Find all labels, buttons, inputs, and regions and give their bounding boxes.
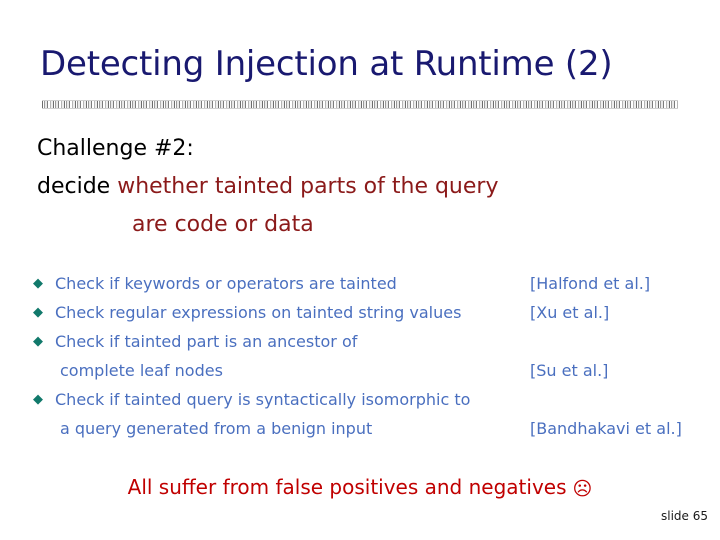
list-item-content: complete leaf nodes xyxy=(32,356,530,385)
citation-label: [Halfond et al.] xyxy=(530,274,651,293)
list-item-label: Check regular expressions on tainted str… xyxy=(55,303,462,322)
list-item-content: ◆ Check if keywords or operators are tai… xyxy=(32,269,530,298)
challenge-line-2-red: whether tainted parts of the query xyxy=(117,174,499,199)
list-item: ◆ Check if tainted part is an ancestor o… xyxy=(32,327,704,356)
challenge-line-2: decide whether tainted parts of the quer… xyxy=(37,169,677,205)
list-item: ◆ Check if keywords or operators are tai… xyxy=(32,269,704,298)
list-item-label: Check if tainted query is syntactically … xyxy=(55,390,471,409)
citation-label: [Xu et al.] xyxy=(530,303,610,322)
summary-statement: All suffer from false positives and nega… xyxy=(0,472,720,504)
list-item-continuation: a query generated from a benign input [B… xyxy=(32,414,704,443)
diamond-bullet-icon: ◆ xyxy=(33,392,43,407)
challenge-block: Challenge #2: decide whether tainted par… xyxy=(37,131,677,243)
page-title: Detecting Injection at Runtime (2) xyxy=(40,44,613,84)
title-divider-rule xyxy=(42,100,678,109)
diamond-bullet-icon: ◆ xyxy=(33,334,43,349)
citation-label: [Bandhakavi et al.] xyxy=(530,419,682,438)
list-item-content: ◆ Check if tainted query is syntacticall… xyxy=(32,385,530,414)
challenge-line-3: are code or data xyxy=(132,212,314,237)
list-item: ◆ Check if tainted query is syntacticall… xyxy=(32,385,704,414)
citation-label: [Su et al.] xyxy=(530,361,609,380)
bullet-list: ◆ Check if keywords or operators are tai… xyxy=(32,269,704,443)
list-item-label: a query generated from a benign input xyxy=(60,419,373,438)
list-item-label: Check if keywords or operators are taint… xyxy=(55,274,397,293)
list-item-label: complete leaf nodes xyxy=(60,361,223,380)
list-item-content: a query generated from a benign input xyxy=(32,414,530,443)
list-item-content: ◆ Check if tainted part is an ancestor o… xyxy=(32,327,530,356)
slide-number: slide 65 xyxy=(660,509,708,523)
diamond-bullet-icon: ◆ xyxy=(33,276,43,291)
diamond-bullet-icon: ◆ xyxy=(33,305,43,320)
challenge-heading: Challenge #2: xyxy=(37,136,194,161)
list-item-content: ◆ Check regular expressions on tainted s… xyxy=(32,298,530,327)
frowning-face-icon: ☹ xyxy=(572,478,593,500)
list-item-continuation: complete leaf nodes [Su et al.] xyxy=(32,356,704,385)
summary-text: All suffer from false positives and nega… xyxy=(127,475,567,499)
challenge-line-2-black: decide xyxy=(37,174,118,199)
list-item-label: Check if tainted part is an ancestor of xyxy=(55,332,358,351)
list-item: ◆ Check regular expressions on tainted s… xyxy=(32,298,704,327)
